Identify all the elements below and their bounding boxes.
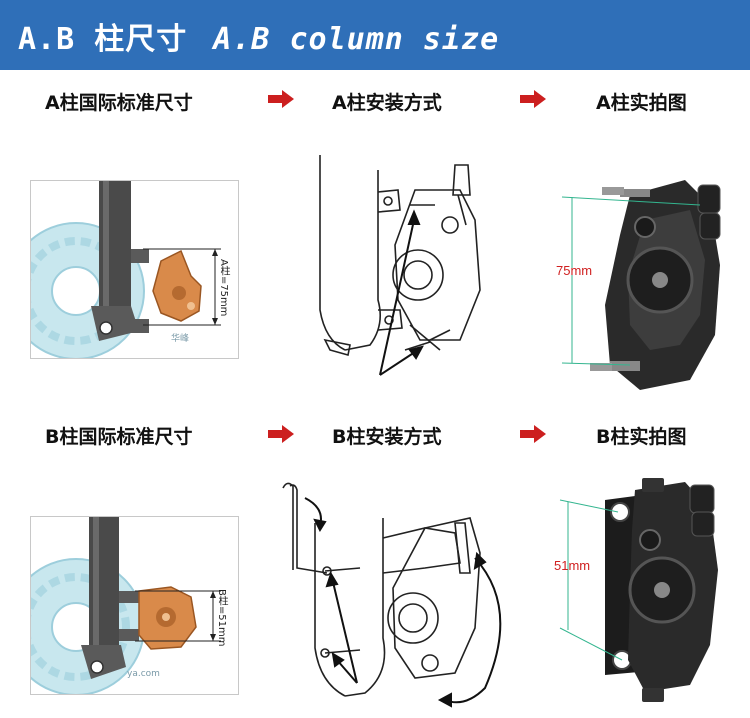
a-photo-dimension: 75mm bbox=[556, 263, 593, 278]
row-b-photo: 51mm bbox=[550, 470, 740, 710]
row-a-standard-label: A柱国际标准尺寸 bbox=[45, 92, 193, 114]
row-a-standard-diagram: A柱=75mm 华峰 bbox=[7, 180, 239, 360]
b-photo-dimension: 51mm bbox=[554, 558, 591, 573]
banner-title-en: A.B column size bbox=[213, 22, 500, 57]
b-standard-drawing bbox=[7, 517, 221, 696]
row-b-standard-label: B柱国际标准尺寸 bbox=[45, 426, 193, 448]
a-caliper-photo bbox=[560, 173, 735, 398]
arrow-right-icon bbox=[268, 425, 294, 443]
watermark-b: ya.com bbox=[127, 669, 160, 679]
watermark-a: 华峰 bbox=[171, 334, 190, 344]
row-a-install-label: A柱安装方式 bbox=[332, 92, 442, 114]
row-b-install-label: B柱安装方式 bbox=[332, 426, 442, 448]
arrow-right-icon bbox=[520, 425, 546, 443]
a-dimension-label: A柱=75mm bbox=[218, 259, 229, 317]
row-a-photo-label: A柱实拍图 bbox=[596, 92, 687, 114]
arrow-right-icon bbox=[520, 90, 546, 108]
row-b-photo-label: B柱实拍图 bbox=[596, 426, 687, 448]
banner-title: A.B 柱尺寸 A.B column size bbox=[18, 14, 499, 58]
row-a-install-drawing bbox=[319, 155, 481, 376]
row-a-photo: 75mm bbox=[550, 165, 740, 400]
row-b-install-drawing bbox=[282, 482, 502, 708]
banner-title-cn: A.B 柱尺寸 bbox=[18, 22, 188, 57]
row-b-standard-diagram: B柱=51mm ya.com bbox=[7, 516, 239, 696]
title-banner: A.B 柱尺寸 A.B column size bbox=[0, 0, 750, 70]
a-standard-drawing bbox=[7, 181, 221, 360]
arrow-right-icon bbox=[268, 90, 294, 108]
b-dimension-label: B柱=51mm bbox=[216, 589, 227, 647]
b-caliper-photo bbox=[550, 470, 740, 710]
